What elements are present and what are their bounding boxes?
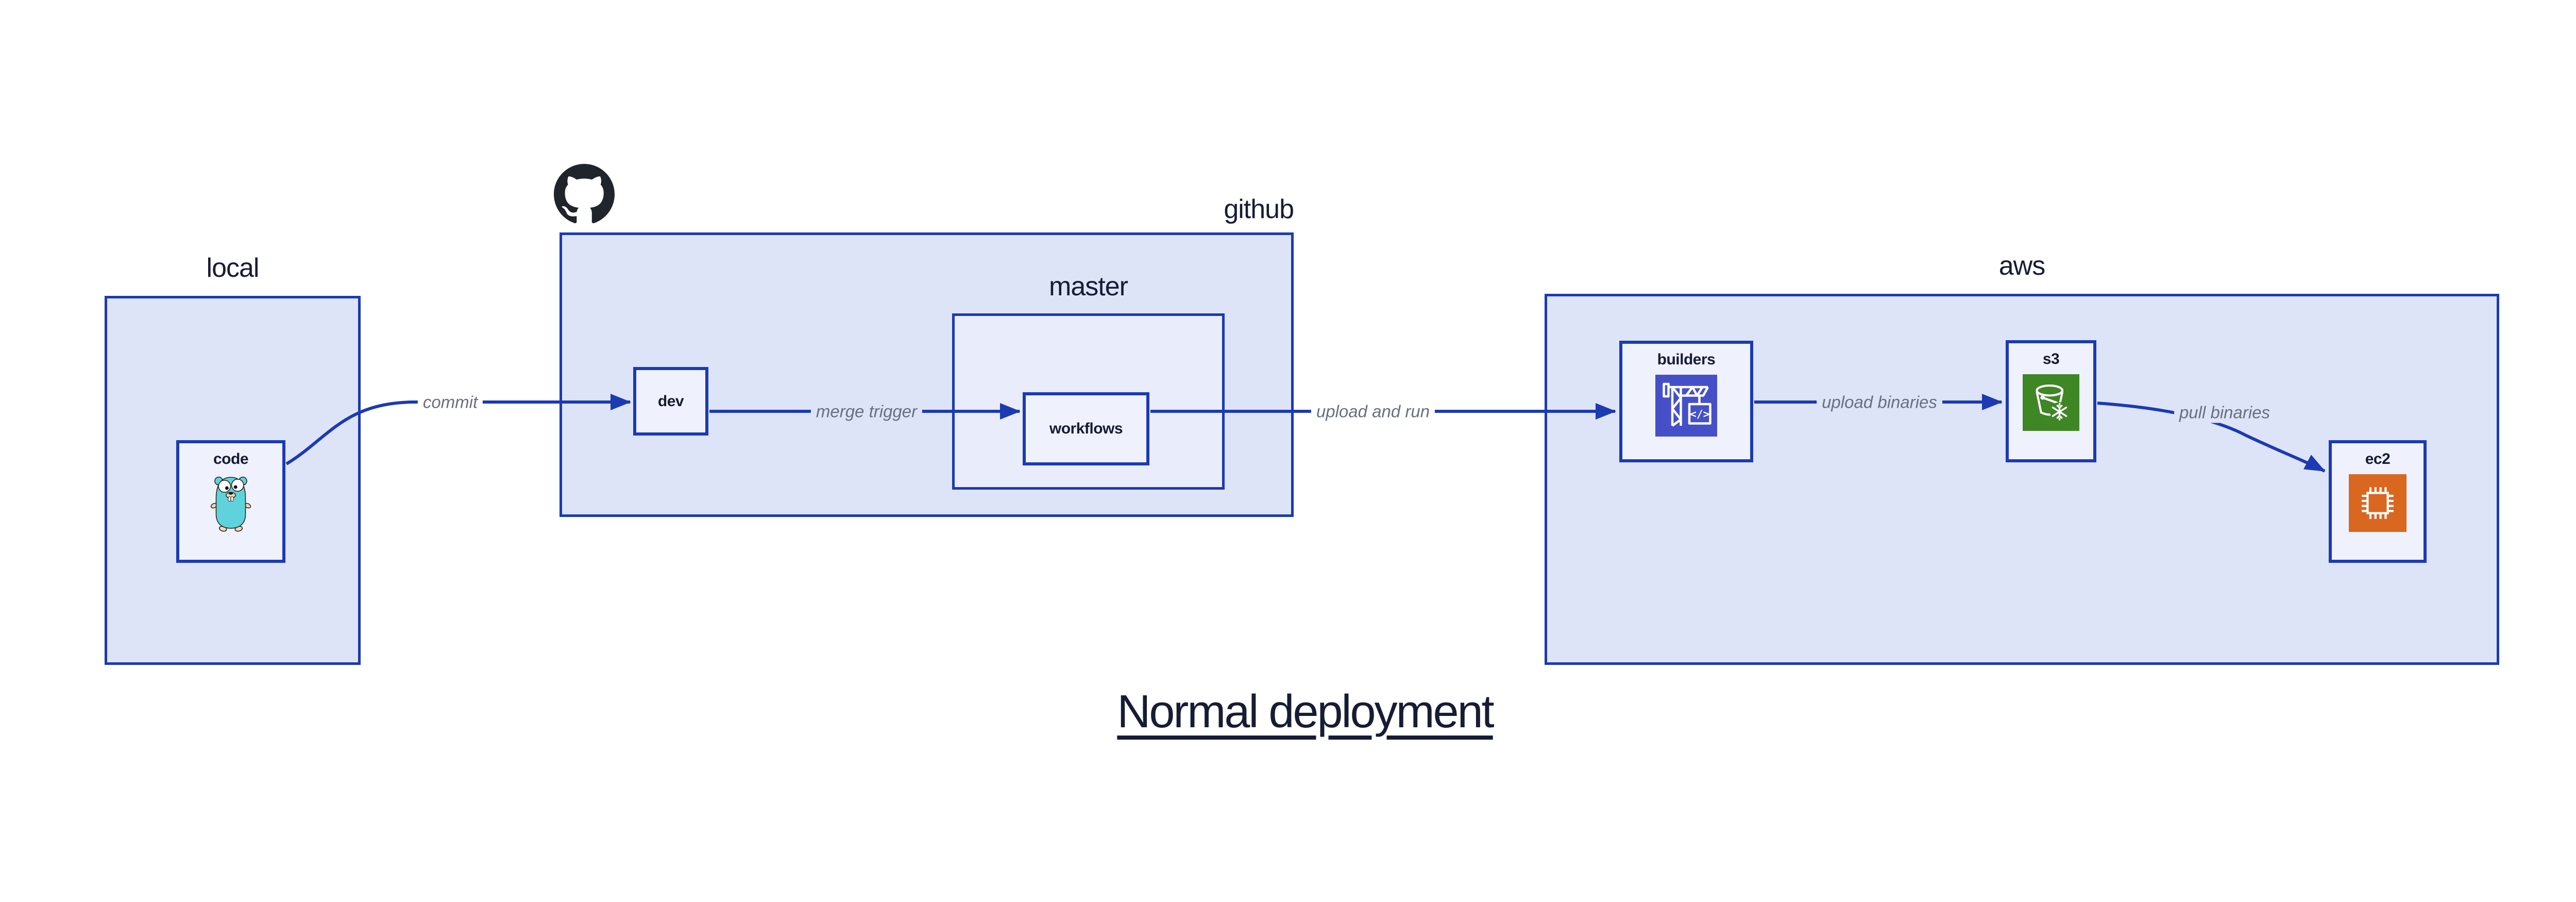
code-node: code [176,440,285,563]
ec2-node: ec2 [2329,440,2427,563]
s3-node-label: s3 [2042,350,2060,368]
aws-codebuild-icon: </> [1655,375,1717,439]
aws-ec2-chip-icon [2349,474,2406,534]
edge-label-upload-and-run: upload and run [1311,400,1435,422]
edge-label-upload-binaries: upload binaries [1817,391,1942,413]
diagram-title: Normal deployment [1117,686,1494,738]
edge-label-commit: commit [417,391,483,413]
edge-label-pull-binaries: pull binaries [2174,402,2276,423]
code-node-label: code [213,450,249,467]
builders-node-label: builders [1657,351,1716,368]
aws-s3-glacier-bucket-icon [2023,374,2079,433]
master-container-label: master [1049,272,1128,302]
dev-node: dev [633,367,708,436]
ec2-node-label: ec2 [2365,450,2391,467]
workflows-node: workflows [1023,392,1149,465]
github-logo-icon [554,164,615,225]
dev-node-label: dev [657,392,684,410]
github-container-label: github [1224,194,1294,224]
svg-text:</>: </> [1690,408,1709,420]
go-gopher-icon [210,474,252,534]
edge-label-merge-trigger: merge trigger [810,400,923,422]
local-container-label: local [206,253,260,283]
aws-container-label: aws [1998,251,2045,281]
builders-node: builders </> [1619,341,1753,462]
workflows-node-label: workflows [1049,420,1123,437]
s3-node: s3 [2006,340,2096,462]
